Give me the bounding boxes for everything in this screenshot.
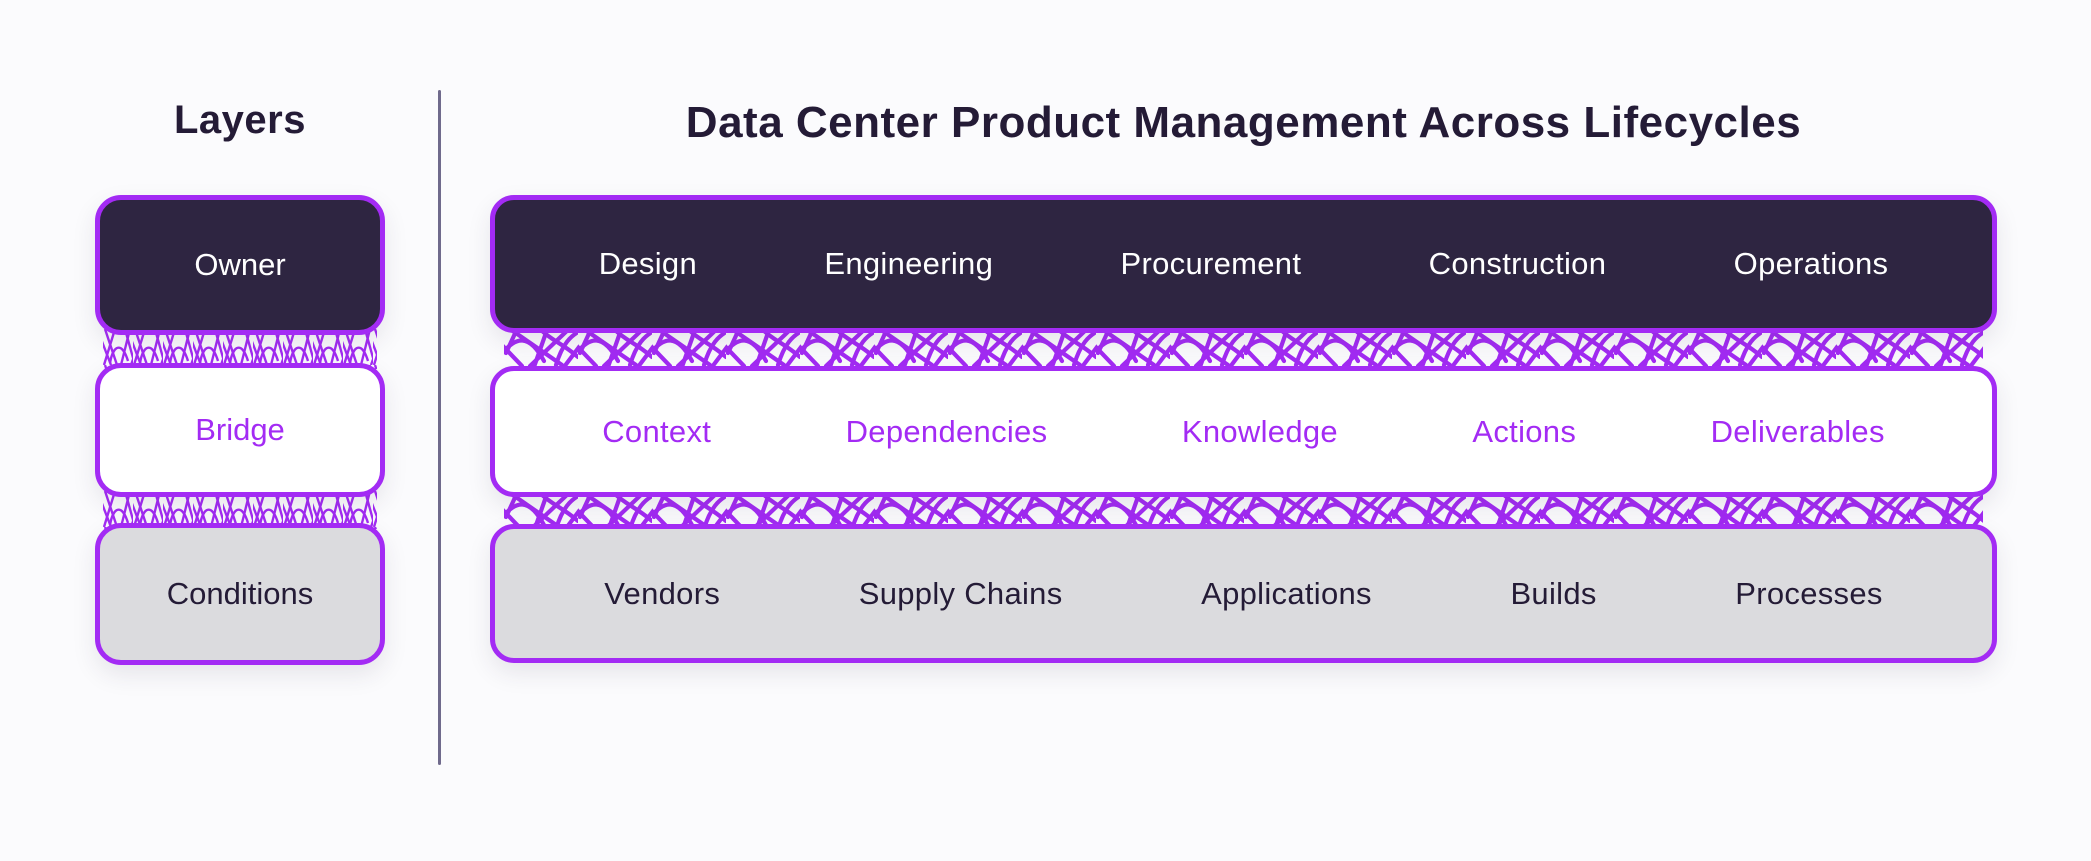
layer-box-conditions: Conditions [95, 523, 385, 665]
label-engineering: Engineering [824, 246, 994, 281]
divider-line [438, 90, 441, 765]
layers-title: Layers [174, 98, 306, 142]
layer-label-conditions: Conditions [166, 576, 314, 611]
label-actions: Actions [1472, 413, 1577, 449]
mesh-connector-owner-bridge [103, 329, 377, 369]
row-items-conditions: Vendors Supply Chains Applications Build… [495, 529, 1992, 658]
row-bridge-elements: Context Dependencies Knowledge Actions D… [490, 366, 1997, 497]
label-knowledge: Knowledge [1181, 413, 1338, 449]
label-design: Design [598, 246, 697, 281]
layer-label-bridge: Bridge [195, 412, 285, 447]
label-procurement: Procurement [1120, 246, 1302, 281]
label-supply-chains: Supply Chains [858, 575, 1063, 611]
label-deliverables: Deliverables [1710, 413, 1885, 449]
main-title: Data Center Product Management Across Li… [685, 98, 1802, 147]
layer-box-bridge: Bridge [95, 363, 385, 497]
layer-box-owner: Owner [95, 195, 385, 335]
label-construction: Construction [1428, 246, 1607, 281]
label-operations: Operations [1733, 246, 1889, 281]
row-owner-lifecycles: Design Engineering Procurement Construct… [490, 195, 1997, 333]
layer-label-owner: Owner [194, 247, 286, 282]
row-items-bridge: Context Dependencies Knowledge Actions D… [495, 371, 1992, 492]
label-vendors: Vendors [604, 575, 721, 611]
label-context: Context [602, 413, 712, 449]
mesh-connector-bridge-conditions-row [504, 491, 1983, 530]
label-applications: Applications [1201, 575, 1372, 611]
label-dependencies: Dependencies [845, 413, 1048, 449]
row-conditions-elements: Vendors Supply Chains Applications Build… [490, 524, 1997, 663]
label-processes: Processes [1735, 575, 1883, 611]
mesh-connector-lifecycles-bridge [504, 327, 1983, 372]
label-builds: Builds [1510, 575, 1597, 611]
row-items-lifecycles: Design Engineering Procurement Construct… [495, 200, 1992, 328]
mesh-connector-bridge-conditions [103, 491, 377, 529]
